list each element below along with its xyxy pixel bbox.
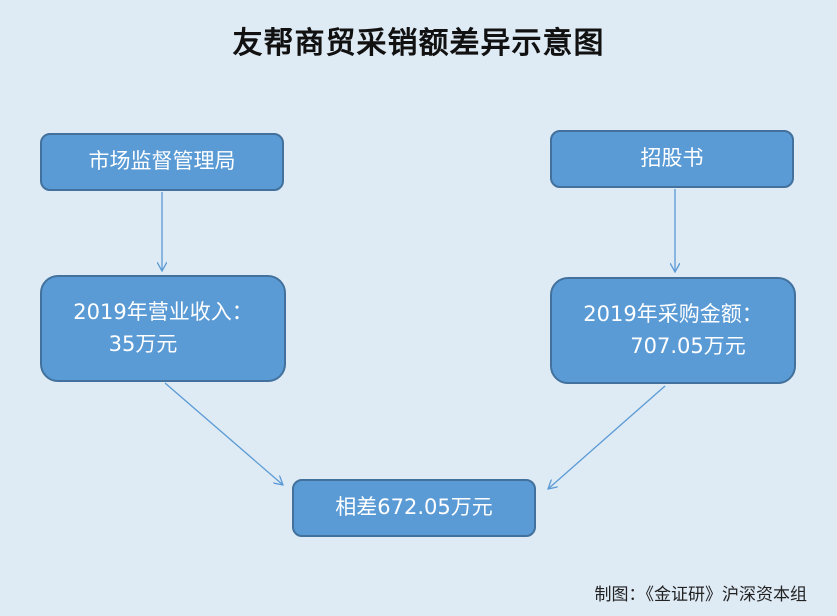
purchase-value: 707.05万元 — [630, 333, 746, 358]
prospectus-label: 招股书 — [640, 146, 704, 171]
diagram-title: 友帮商贸采销额差异示意图 — [232, 26, 605, 61]
difference-node: 相差672.05万元 — [292, 479, 536, 537]
arrow-purchase-to-difference — [548, 385, 666, 489]
credit-line: 制图：《金证研》沪深资本组 — [594, 585, 808, 605]
purchase-node: 2019年采购金额： 707.05万元 — [550, 277, 796, 384]
regulator-label: 市场监督管理局 — [88, 149, 236, 174]
prospectus-node: 招股书 — [550, 130, 794, 188]
revenue-label: 2019年营业收入： — [73, 300, 253, 324]
regulator-node: 市场监督管理局 — [40, 133, 284, 191]
arrow-revenue-to-difference — [164, 382, 283, 485]
purchase-label: 2019年采购金额： — [583, 302, 763, 326]
difference-label: 相差672.05万元 — [335, 495, 493, 520]
revenue-node: 2019年营业收入： 35万元 — [40, 275, 286, 382]
revenue-value: 35万元 — [108, 331, 178, 356]
